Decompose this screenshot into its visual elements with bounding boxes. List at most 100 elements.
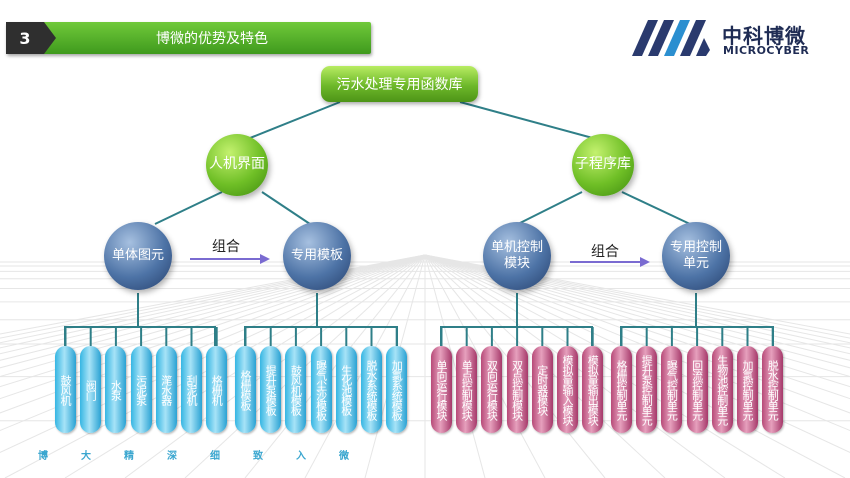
single-element-node: 单体图元 (104, 222, 172, 290)
template-item: 加氯系统模板 (386, 346, 408, 433)
element-item: 鼓风机 (55, 346, 76, 433)
module-item: 定时器模块 (531, 346, 553, 433)
unit-item: 提升泵控制单元 (636, 346, 658, 433)
subprogram-node: 子程序库 (572, 134, 634, 196)
template-item: 提升泵模板 (260, 346, 282, 433)
module-item-label: 定时器模块 (535, 364, 549, 415)
element-item: 刮泥机 (181, 346, 202, 433)
connector-root-right (459, 101, 601, 141)
combine-label-left: 组合 (212, 239, 240, 255)
combine-label-right: 组合 (591, 244, 619, 260)
element-item-label: 阀门 (84, 379, 98, 400)
bracket-left-2 (244, 293, 318, 346)
template-item-label: 鼓风机模板 (289, 364, 303, 415)
module-item-label: 模拟量输出模块 (586, 354, 600, 425)
unit-item-label: 脱水控制单元 (766, 359, 780, 420)
hmi-node: 人机界面 (206, 134, 268, 196)
unit-item-label: 提升泵控制单元 (640, 354, 654, 425)
module-item-label: 单点控制模块 (460, 359, 474, 420)
connector-hmi-template (261, 191, 311, 225)
template-item: 曝气尘沙模板 (310, 346, 332, 433)
element-item: 污泥泵 (130, 346, 152, 433)
template-item-label: 加氯系统模板 (390, 359, 404, 420)
footer-char: 精 (124, 451, 134, 462)
section-arrow-icon (44, 22, 56, 54)
header-bar (6, 22, 371, 54)
template-item-label: 提升泵模板 (264, 364, 278, 415)
section-number: 3 (6, 22, 44, 54)
unit-item-label: 生物池控制单元 (715, 354, 729, 425)
unit-item: 回流控制单元 (686, 346, 708, 433)
bracket-left-1 (64, 293, 139, 346)
template-item: 脱水系统模板 (361, 346, 382, 433)
module-item: 单向运行模块 (431, 346, 452, 433)
module-item-label: 双向运行模块 (485, 359, 499, 420)
template-item: 鼓风机模板 (285, 346, 307, 433)
single-control-module-node: 单机控制模块 (483, 222, 551, 290)
unit-item: 格栅控制单元 (611, 346, 632, 433)
footer-char: 深 (167, 451, 177, 462)
module-item-label: 模拟量输入模块 (561, 354, 574, 425)
module-item: 模拟量输入模块 (557, 346, 578, 433)
element-item: 水泵 (105, 346, 127, 433)
root-node: 污水处理专用函数库 (321, 66, 478, 102)
connector-sub-module (517, 191, 583, 225)
template-node: 专用模板 (283, 222, 351, 290)
footer-char: 博 (38, 451, 48, 462)
single-control-module-label: 单机控制模块 (491, 239, 544, 271)
element-item-label: 刮泥机 (185, 374, 198, 405)
footer-char: 入 (296, 451, 306, 462)
element-item: 格栅机 (206, 346, 228, 433)
unit-item-label: 回流控制单元 (690, 359, 704, 420)
unit-item-label: 曝气控制单元 (665, 359, 679, 420)
module-item-label: 单向运行模块 (435, 359, 448, 420)
combine-arrowhead-left (260, 254, 270, 264)
template-item-label: 生化池模板 (339, 364, 353, 415)
unit-item: 曝气控制单元 (661, 346, 683, 433)
bracket-right-2b (696, 326, 774, 346)
footer-char: 微 (339, 451, 349, 462)
element-item-label: 污泥泵 (134, 374, 148, 405)
element-item: 阀门 (80, 346, 102, 433)
template-item: 生化池模板 (335, 346, 357, 433)
unit-item-label: 加氯控制单元 (741, 359, 754, 420)
bracket-left-2b (317, 326, 398, 346)
control-unit-node: 专用控制单元 (662, 222, 730, 290)
connector-sub-unit (621, 191, 691, 225)
unit-item-label: 格栅控制单元 (615, 359, 628, 420)
module-item: 单点控制模块 (456, 346, 478, 433)
element-item-label: 格栅机 (210, 374, 224, 405)
element-item-label: 鼓风机 (59, 374, 72, 405)
footer-char: 大 (81, 451, 91, 462)
template-item: 格栅模板 (235, 346, 256, 433)
combine-arrowhead-right (640, 257, 650, 267)
module-item: 模拟量输出模块 (582, 346, 604, 433)
module-item: 双向运行模块 (481, 346, 503, 433)
microcyber-logo-icon (632, 20, 710, 56)
connector-root-left (244, 101, 341, 141)
logo-name-en: MICROCYBER (723, 44, 810, 57)
module-item: 双点控制模块 (506, 346, 528, 433)
element-item-label: 水泵 (109, 379, 123, 400)
logo-name-cn: 中科博微 (722, 24, 806, 48)
element-item: 滗水器 (155, 346, 177, 433)
template-item-label: 曝气尘沙模板 (314, 359, 328, 420)
bracket-right-1 (440, 293, 518, 346)
connector-hmi-single (154, 191, 223, 225)
bracket-left-1b (138, 326, 216, 346)
bracket-right-2 (620, 293, 697, 346)
footer-char: 致 (253, 451, 263, 462)
footer-char: 细 (210, 451, 220, 462)
unit-item: 脱水控制单元 (762, 346, 784, 433)
bracket-right-1b (517, 326, 593, 346)
unit-item: 生物池控制单元 (711, 346, 733, 433)
page-title: 博微的优势及特色 (156, 31, 268, 47)
template-item-label: 脱水系统模板 (365, 359, 378, 420)
template-item-label: 格栅模板 (239, 369, 252, 410)
element-item-label: 滗水器 (159, 374, 173, 405)
module-item-label: 双点控制模块 (510, 359, 524, 420)
control-unit-label: 专用控制单元 (669, 239, 722, 271)
unit-item: 加氯控制单元 (737, 346, 758, 433)
